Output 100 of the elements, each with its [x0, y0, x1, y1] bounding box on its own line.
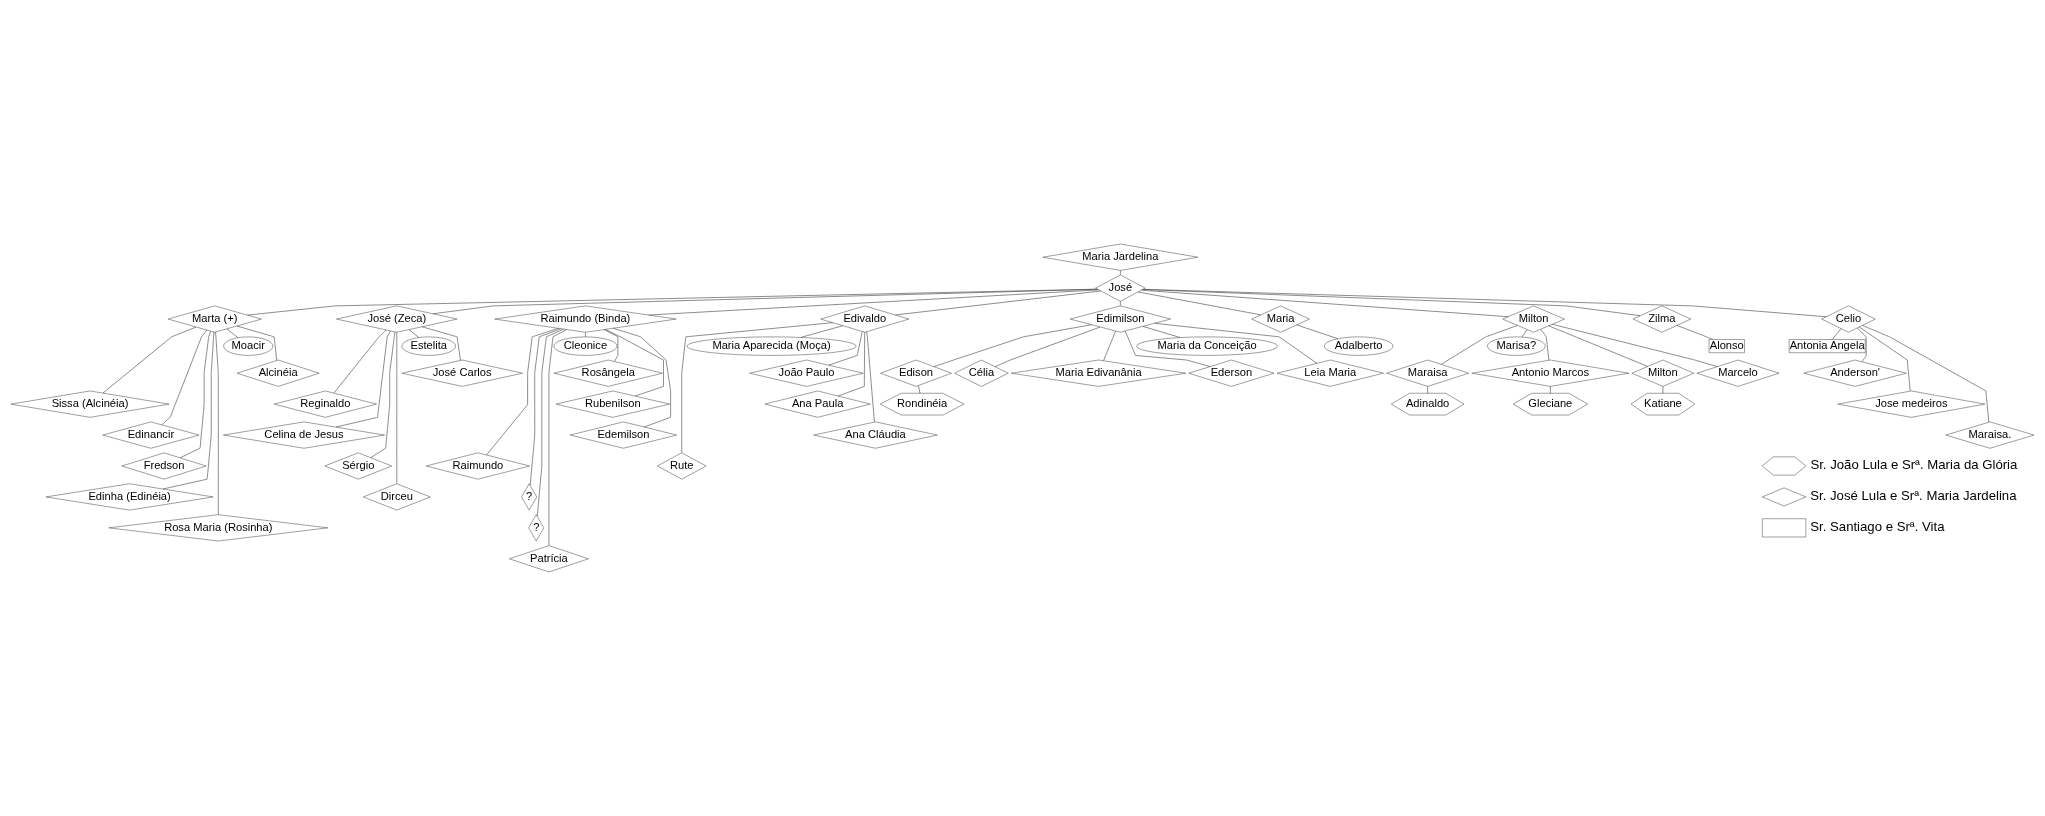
node-diamond: Marcelo [1696, 359, 1780, 387]
connector [529, 328, 562, 486]
node-diamond: José Carlos [401, 359, 523, 387]
connector [432, 288, 1098, 315]
node-diamond: Rute [657, 452, 707, 480]
connector [648, 289, 1100, 316]
connector [1441, 325, 1518, 365]
legend-label: Sr. Santiago e Srª. Vita [1810, 519, 1945, 535]
node-diamond: Sissa (Alcinéia) [10, 390, 170, 418]
connector [1120, 301, 1121, 307]
connector [247, 288, 1098, 316]
node-diamond: José [1095, 274, 1146, 302]
node-diamond: ? [521, 483, 537, 511]
connector [236, 325, 278, 361]
node-diamond: Maraisa [1386, 359, 1469, 387]
connector [370, 331, 396, 458]
node-diamond: Leia Maria [1276, 359, 1384, 387]
node-diamond: Rosa Maria (Rosinha) [108, 514, 329, 542]
connector [1831, 328, 1842, 340]
node-diamond: Anderson' [1803, 359, 1907, 387]
connector [1142, 289, 1641, 316]
connector [161, 329, 208, 426]
connector [333, 329, 387, 394]
node-diamond: Rubenilson [555, 390, 670, 418]
node-diamond: Celio [1821, 305, 1876, 333]
node-ellipse: Maria Aparecida (Moça) [686, 336, 857, 356]
node-diamond: ? [528, 514, 545, 542]
connector [179, 330, 211, 459]
node-diamond: Ana Paula [764, 390, 871, 418]
node-diamond: Fredson [121, 452, 207, 480]
connector [837, 332, 865, 397]
connector [612, 327, 671, 428]
node-diamond: Zilma [1632, 305, 1692, 333]
node-box: Antonia Angela [1788, 339, 1866, 353]
connector [1120, 270, 1121, 276]
connector [1296, 324, 1339, 339]
node-box: Alonso [1708, 339, 1745, 353]
connector [102, 326, 197, 394]
node-diamond: Alcinéia [236, 359, 320, 387]
connector [933, 324, 1092, 367]
node-diamond: Marta (+) [167, 305, 262, 333]
connector [1521, 329, 1528, 338]
node-diamond: Ana Cláudia [813, 421, 938, 449]
node-ellipse: Marisa? [1487, 336, 1546, 356]
connector [215, 331, 219, 515]
connector [1427, 386, 1428, 394]
connector [1124, 330, 1211, 367]
connector [486, 328, 559, 456]
node-diamond: Edimilson [1069, 305, 1171, 333]
connector [1137, 291, 1262, 316]
connector [421, 326, 461, 361]
connector [1862, 325, 1990, 423]
connector [1552, 324, 1718, 367]
connector [536, 328, 564, 517]
node-diamond: Edivaldo [820, 305, 910, 333]
node-diamond: Milton [1502, 305, 1565, 333]
node-ellipse: Maria da Conceição [1136, 336, 1278, 356]
node-diamond: Reginaldo [273, 390, 377, 418]
node-diamond: Célia [954, 359, 1009, 387]
node-diamond: Milton [1631, 359, 1695, 387]
connector [1142, 289, 1827, 318]
node-diamond: Celina de Jesus [223, 421, 385, 449]
node-diamond: Maria Edivanânia [1011, 359, 1187, 387]
connector [396, 332, 398, 484]
connector [895, 290, 1102, 316]
node-diamond: Sérgio [324, 452, 392, 480]
connector [1676, 325, 1713, 340]
legend-label: Sr. João Lula e Srª. Maria da Glória [1810, 457, 2018, 473]
node-diamond: Edinha (Edinéia) [45, 483, 214, 511]
legend-label: Sr. José Lula e Srª. Maria Jardelina [1810, 488, 2017, 504]
connector [408, 329, 419, 338]
node-diamond: Maria Jardelina [1042, 243, 1199, 271]
connector [1141, 289, 1509, 318]
connector [335, 330, 391, 428]
connector [1154, 323, 1318, 364]
connector [828, 331, 863, 366]
node-diamond: Dirceu [363, 483, 431, 511]
connector [1550, 386, 1551, 394]
connector [162, 331, 215, 490]
node-ellipse: Moacir [223, 336, 274, 356]
node-diamond: Edemilson [569, 421, 677, 449]
connector [1858, 326, 1911, 392]
connector [918, 385, 921, 394]
node-diamond: Raimundo (Binda) [494, 305, 677, 333]
node-ellipse: Adalberto [1324, 336, 1394, 356]
connector [800, 325, 843, 338]
connector [681, 322, 833, 454]
node-diamond: Patrícia [509, 545, 589, 573]
connector [548, 329, 567, 546]
node-diamond: Antonio Marcos [1471, 359, 1630, 387]
node-diamond: Maraisa. [1945, 421, 2035, 449]
connector [994, 326, 1101, 367]
connector [866, 331, 875, 423]
node-diamond: Ederson [1188, 359, 1275, 387]
node-ellipse: Cleonice [553, 336, 618, 356]
connector [1548, 325, 1649, 367]
node-diamond: Maria [1251, 305, 1310, 333]
connector [1540, 329, 1550, 361]
connector [605, 329, 664, 397]
connector [1857, 327, 1867, 362]
